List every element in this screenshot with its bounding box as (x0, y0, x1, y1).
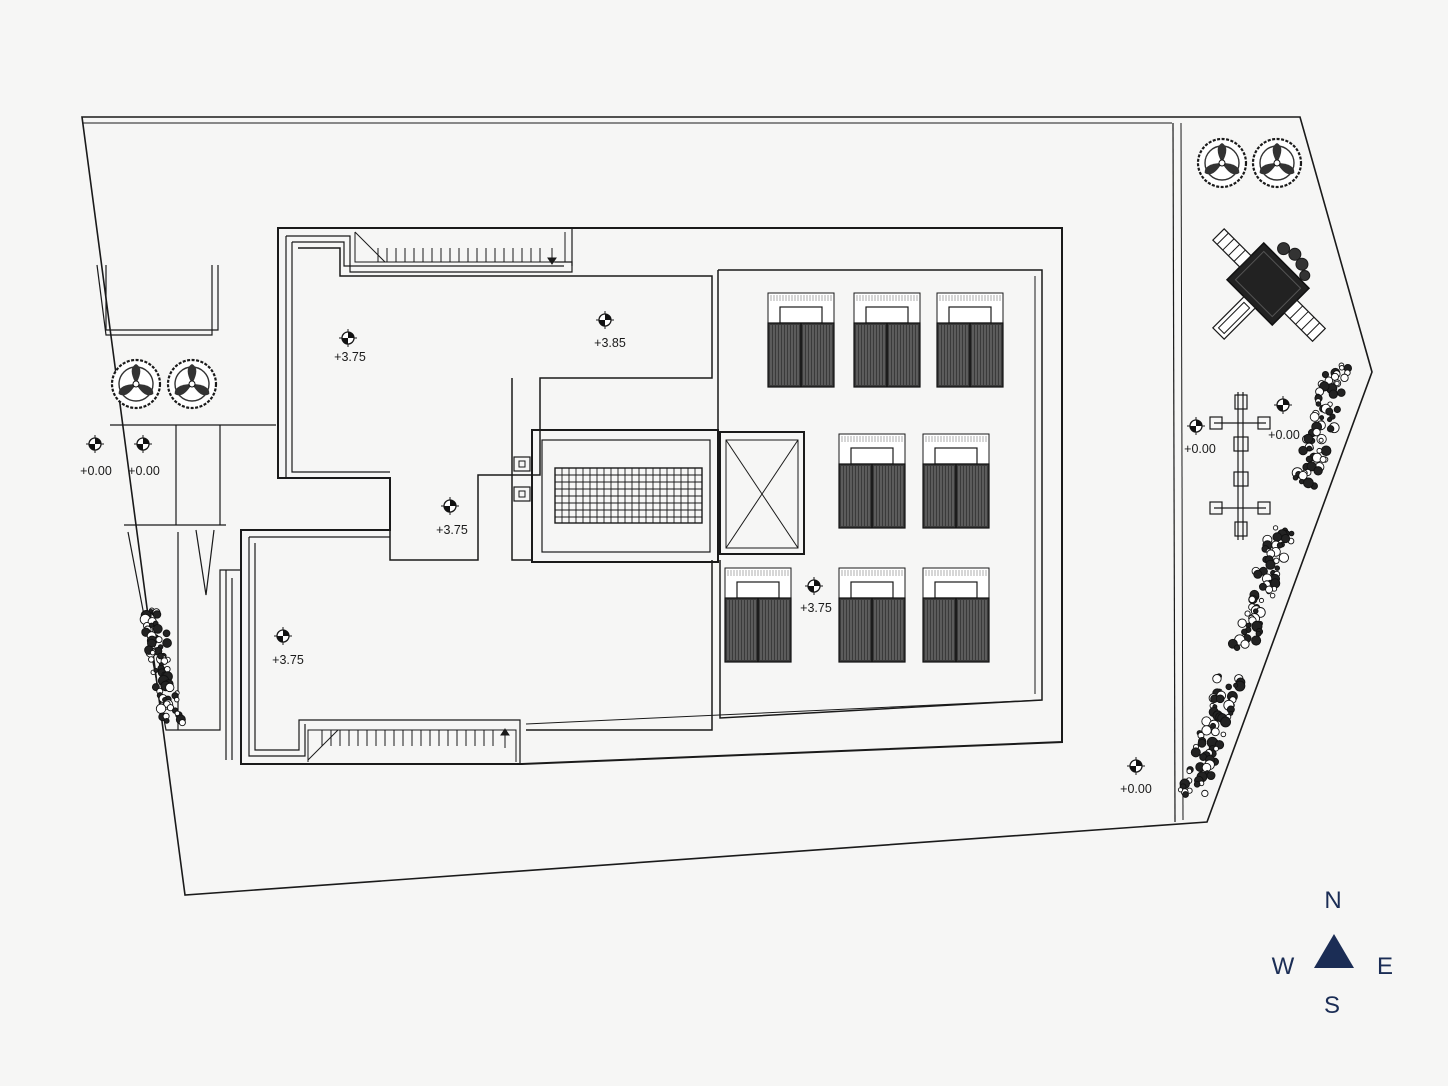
tree-icon (110, 358, 162, 410)
compass: N S E W (1272, 887, 1393, 1019)
level-label: +3.75 (334, 350, 366, 364)
level-label: +0.00 (1268, 428, 1300, 442)
level-marker-icon (441, 497, 459, 515)
compass-east: E (1377, 953, 1393, 980)
hedge-icon (1291, 362, 1352, 490)
level-marker-icon (1127, 757, 1145, 775)
compass-west: W (1272, 953, 1295, 980)
solar-panel (853, 292, 921, 388)
solar-panel (936, 292, 1004, 388)
solar-panel (838, 433, 906, 529)
solar-panel (767, 292, 835, 388)
level-label: +3.85 (594, 336, 626, 350)
solar-panel (838, 567, 906, 663)
skylight-grid (554, 467, 703, 524)
solar-panel (922, 567, 990, 663)
hedge-icon (1177, 673, 1246, 798)
solar-panel (724, 567, 792, 663)
site-east-inner-line (1172, 122, 1176, 823)
level-marker-icon (805, 577, 823, 595)
solar-panel (922, 433, 990, 529)
tree-icon (1196, 137, 1248, 189)
level-label: +0.00 (1120, 782, 1152, 796)
level-marker-icon (339, 329, 357, 347)
level-marker-icon (596, 311, 614, 329)
level-markers: +3.75 +3.85 +3.75 +3.75 +3.75 +0.00 +0.00 +0.00… (80, 311, 1300, 796)
north-arrow-icon (1314, 934, 1354, 968)
level-marker-icon (1187, 417, 1205, 435)
west-entrance (96, 264, 276, 760)
stair-south (307, 728, 517, 762)
compass-south: S (1324, 992, 1340, 1019)
level-label: +3.75 (800, 601, 832, 615)
level-label: +0.00 (80, 464, 112, 478)
tree-icon (166, 358, 218, 410)
building-core (511, 378, 805, 563)
level-label: +0.00 (1184, 442, 1216, 456)
level-marker-icon (1274, 396, 1292, 414)
solar-panel-array (724, 292, 1004, 663)
hedge-icon (139, 607, 186, 727)
playground-structure (1211, 227, 1327, 343)
site-east-inner-line-2 (1180, 122, 1184, 821)
building-outline (240, 227, 1063, 765)
swing-set (1209, 392, 1271, 540)
compass-north: N (1324, 887, 1341, 914)
level-label: +0.00 (128, 464, 160, 478)
level-label: +3.75 (272, 653, 304, 667)
level-marker-icon (134, 435, 152, 453)
level-marker-icon (86, 435, 104, 453)
landscape-trees (110, 137, 1303, 410)
tree-icon (1251, 137, 1303, 189)
site-boundary (81, 116, 1373, 896)
landscape-hedges (139, 362, 1352, 798)
level-label: +3.75 (436, 523, 468, 537)
level-marker-icon (274, 627, 292, 645)
hedge-icon (1227, 525, 1295, 651)
stair-north (354, 231, 566, 265)
